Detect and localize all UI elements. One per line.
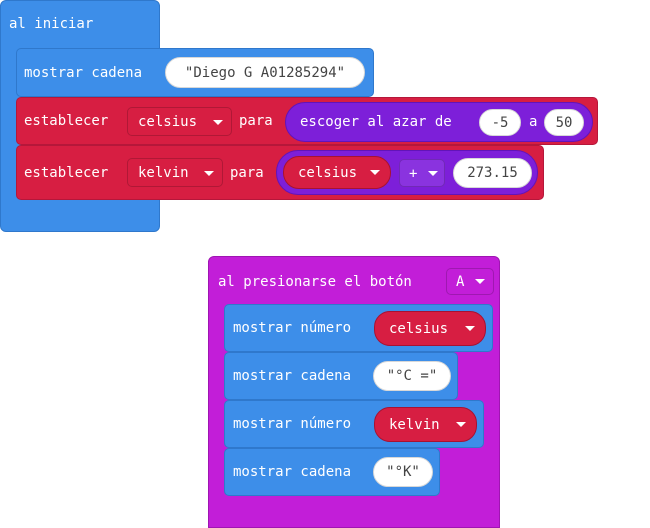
set-celsius-block[interactable]: establecer celsius para escoger al azar …	[16, 97, 598, 145]
chevron-down-icon	[428, 171, 438, 176]
on-button-label: al presionarse el botón	[218, 274, 412, 290]
variable-name: celsius	[298, 164, 358, 181]
button-name: A	[456, 274, 465, 290]
show-number-label: mostrar número	[233, 320, 352, 336]
chevron-down-icon	[213, 120, 223, 125]
random-min-input[interactable]: -5	[479, 109, 521, 136]
random-to-label: a	[529, 114, 538, 130]
random-min-value: -5	[491, 114, 509, 131]
variable-reporter-celsius[interactable]: celsius	[283, 156, 391, 189]
show-number-label: mostrar número	[233, 416, 352, 432]
variable-reporter-celsius[interactable]: celsius	[374, 311, 486, 346]
variable-name: celsius	[389, 320, 449, 337]
set-label: establecer	[24, 113, 109, 129]
string-input[interactable]: "°K"	[373, 457, 433, 487]
chevron-down-icon	[370, 170, 380, 175]
to-label: para	[230, 165, 264, 181]
variable-name: kelvin	[389, 416, 440, 433]
set-label: establecer	[24, 165, 109, 181]
variable-dropdown-celsius[interactable]: celsius	[127, 107, 232, 136]
to-label: para	[239, 113, 273, 129]
string-input[interactable]: "Diego G A01285294"	[165, 57, 365, 88]
operator-dropdown[interactable]: +	[399, 159, 445, 187]
set-kelvin-block[interactable]: establecer kelvin para celsius + 273.15	[16, 145, 544, 200]
variable-name: celsius	[138, 114, 198, 130]
random-label: escoger al azar de	[300, 114, 452, 130]
show-string-label: mostrar cadena	[233, 464, 352, 480]
show-string-block[interactable]: mostrar cadena "°K"	[224, 448, 440, 496]
random-max-input[interactable]: 50	[544, 109, 584, 136]
arithmetic-block[interactable]: celsius + 273.15	[276, 150, 538, 195]
show-string-block[interactable]: mostrar cadena "Diego G A01285294"	[16, 48, 374, 97]
chevron-down-icon	[456, 422, 466, 427]
on-start-label: al iniciar	[9, 16, 94, 32]
number-value: 273.15	[467, 165, 518, 181]
operator-symbol: +	[409, 166, 418, 182]
variable-name: kelvin	[138, 165, 189, 181]
string-value: "°C ="	[386, 368, 438, 384]
show-number-block[interactable]: mostrar número celsius	[224, 304, 493, 352]
button-dropdown[interactable]: A	[446, 268, 494, 295]
chevron-down-icon	[465, 326, 475, 331]
variable-dropdown-kelvin[interactable]: kelvin	[127, 158, 223, 187]
show-string-block[interactable]: mostrar cadena "°C ="	[224, 352, 458, 400]
show-string-label: mostrar cadena	[233, 368, 352, 384]
show-string-label: mostrar cadena	[24, 65, 143, 81]
variable-reporter-kelvin[interactable]: kelvin	[374, 407, 477, 442]
show-number-block[interactable]: mostrar número kelvin	[224, 400, 484, 448]
string-input[interactable]: "°C ="	[373, 361, 451, 391]
chevron-down-icon	[204, 171, 214, 176]
string-value: "°K"	[386, 464, 420, 480]
random-block[interactable]: escoger al azar de -5 a 50	[285, 102, 593, 142]
random-max-value: 50	[555, 114, 573, 131]
number-input[interactable]: 273.15	[453, 158, 532, 188]
string-value: "Diego G A01285294"	[184, 64, 346, 81]
chevron-down-icon	[475, 279, 485, 284]
